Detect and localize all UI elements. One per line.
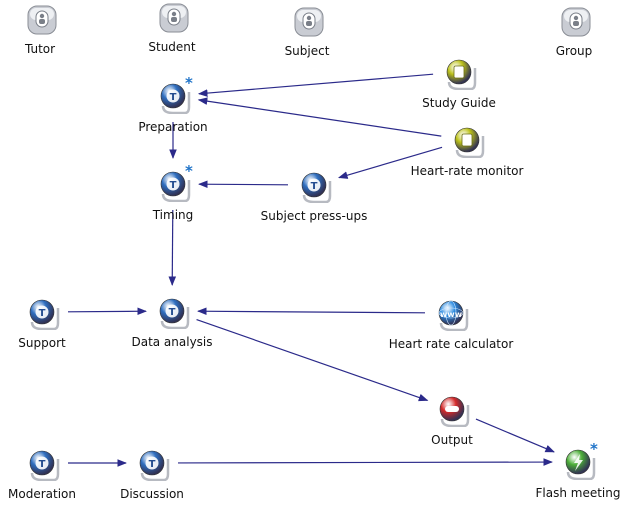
star-marker: *	[185, 162, 193, 180]
role-icon	[27, 5, 57, 35]
node-label: Subject	[284, 44, 330, 58]
node-label: Support	[18, 336, 66, 350]
node-label: Flash meeting	[535, 486, 621, 500]
star-marker: *	[185, 74, 193, 92]
edge-data-to-output	[196, 319, 429, 402]
tool-icon: T	[159, 298, 190, 329]
node-label: Student	[148, 40, 196, 54]
tool-icon: T	[160, 83, 191, 114]
edge-timing-to-data	[168, 209, 177, 286]
svg-text:T: T	[169, 307, 176, 318]
group-icon	[561, 7, 591, 37]
node-label: Moderation	[8, 487, 76, 501]
node-label: Output	[431, 433, 473, 447]
edge-pressups-to-timing	[198, 180, 289, 189]
node-label: Discussion	[120, 487, 184, 501]
node-label: Tutor	[24, 42, 56, 56]
node-label: Data analysis	[131, 335, 213, 349]
svg-text:T: T	[170, 180, 177, 191]
tool-icon: T	[29, 450, 60, 481]
tool-icon: T	[160, 171, 191, 202]
svg-text:T: T	[39, 459, 46, 470]
edge-support-to-data	[67, 307, 147, 316]
node-label: Preparation	[138, 120, 208, 134]
tool-icon: T	[29, 299, 60, 330]
svg-text:T: T	[311, 181, 318, 192]
globe-www-icon: www	[438, 300, 469, 331]
node-label: Heart-rate monitor	[410, 164, 524, 178]
document-icon	[446, 59, 477, 90]
node-label: Timing	[152, 208, 194, 222]
tool-icon: T	[301, 172, 332, 203]
no-entry-icon	[439, 396, 470, 427]
edge-discussion-to-flash	[177, 458, 553, 466]
document-icon	[454, 127, 485, 158]
node-label: Subject press-ups	[260, 209, 368, 223]
edge-layer	[67, 73, 555, 467]
node-label: Heart rate calculator	[388, 337, 514, 351]
edge-output-to-flash	[475, 418, 555, 453]
svg-text:T: T	[149, 459, 156, 470]
star-marker: *	[590, 440, 598, 458]
role-icon	[159, 3, 189, 33]
edge-hrm-to-pressups	[338, 146, 443, 179]
svg-text:T: T	[39, 308, 46, 319]
role-icon	[294, 7, 324, 37]
svg-text:www: www	[440, 310, 463, 319]
node-label: Study Guide	[422, 96, 496, 110]
edge-hrcalc-to-data	[197, 307, 426, 316]
tool-icon: T	[139, 450, 170, 481]
node-label: Group	[555, 44, 593, 58]
edge-hrm-to-prep	[197, 97, 442, 137]
flash-icon	[565, 449, 596, 480]
edge-study-to-prep	[197, 73, 434, 97]
svg-text:T: T	[170, 92, 177, 103]
